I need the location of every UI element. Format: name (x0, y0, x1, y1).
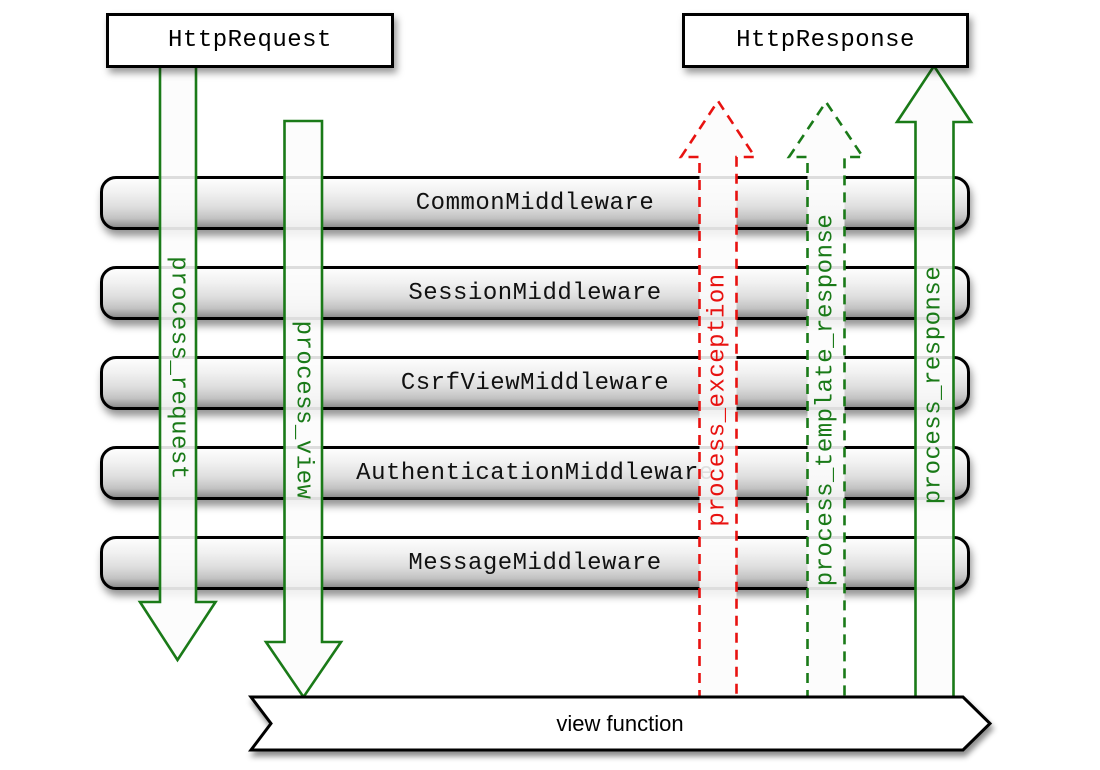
process-view-label: process_view (289, 320, 317, 500)
process-request-arrow (137, 62, 218, 663)
middleware-label: CommonMiddleware (415, 189, 655, 217)
http-request-box: HttpRequest (106, 13, 394, 68)
process-response-arrow (894, 63, 974, 702)
view-function-label: view function (556, 711, 684, 736)
http-request-label: HttpRequest (168, 27, 332, 54)
middleware-label: AuthenticationMiddleware (356, 459, 714, 487)
http-response-box: HttpResponse (682, 13, 969, 68)
process-template-response-label: process_template_response (812, 213, 840, 587)
process-template-response-arrow (786, 99, 866, 702)
view-function-banner (247, 695, 993, 752)
middleware-label: MessageMiddleware (408, 549, 662, 577)
middleware-label: CsrfViewMiddleware (400, 369, 670, 397)
process-request-label: process_request (164, 256, 192, 480)
process-exception-arrow (678, 98, 758, 702)
process-response-label: process_response (920, 265, 948, 505)
process-view-arrow (263, 119, 344, 700)
http-response-label: HttpResponse (736, 27, 915, 54)
middleware-label: SessionMiddleware (408, 279, 662, 307)
process-exception-label: process_exception (704, 273, 732, 527)
